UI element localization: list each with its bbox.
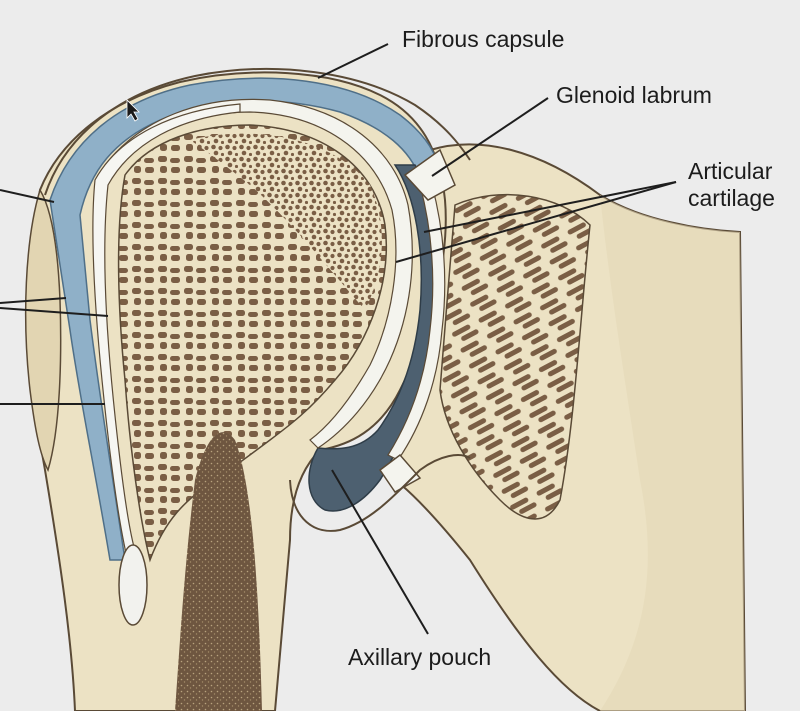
synovial-membrane	[49, 77, 441, 561]
leader-articular-cartilage-2	[395, 181, 677, 263]
greater-tubercle	[24, 188, 62, 472]
scapula-shading	[600, 195, 745, 711]
leader-axillary-pouch	[331, 469, 429, 635]
arrow-cursor-icon	[126, 99, 140, 122]
biceps-tendon	[92, 103, 241, 563]
inferior-labrum	[378, 453, 422, 493]
label-articular-cartilage: Articular cartilage	[688, 158, 775, 211]
axillary-pouch-capsule	[289, 454, 471, 532]
fibrous-capsule	[44, 67, 471, 196]
leader-left-1	[0, 189, 55, 203]
humeral-head-fine-spongy	[190, 133, 382, 310]
leader-articular-cartilage-1	[423, 181, 677, 233]
medullary-cavity	[175, 432, 262, 711]
glenoid-labrum	[403, 148, 456, 201]
leader-fibrous-capsule	[317, 43, 389, 79]
leader-left-2	[0, 297, 67, 304]
scapula-spongy-bone	[439, 193, 591, 520]
label-glenoid-labrum: Glenoid labrum	[556, 82, 712, 108]
label-fibrous-capsule: Fibrous capsule	[402, 26, 565, 52]
leader-left-3	[0, 307, 109, 317]
label-axillary-pouch: Axillary pouch	[348, 644, 492, 670]
biceps-tendon-end	[118, 544, 148, 626]
humeral-articular-cartilage	[104, 98, 413, 449]
leader-glenoid-labrum	[431, 97, 549, 177]
